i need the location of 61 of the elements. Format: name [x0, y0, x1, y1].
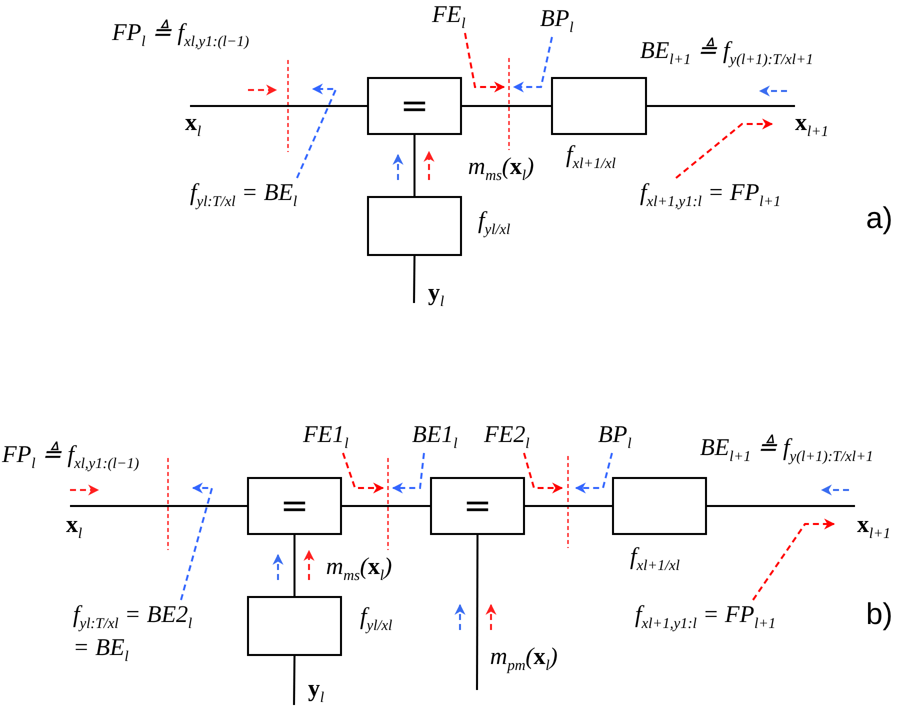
math-label: x$_{l}$	[185, 109, 202, 142]
message-label: FE$_{l}$	[432, 0, 466, 34]
connector-line	[70, 505, 247, 507]
leader-arrow	[296, 84, 338, 178]
math-label: y$_{l}$	[308, 675, 324, 708]
leader-arrow	[512, 36, 553, 92]
leader-arrow	[523, 452, 564, 494]
panel-label: b)	[866, 597, 893, 633]
connector-line	[647, 105, 795, 107]
leader-arrow	[752, 518, 836, 601]
equality-factor-box	[430, 477, 525, 535]
factor-box	[247, 596, 342, 656]
math-label: BE$_{l+1}$ ≜ f$_{y(l+1):T/xl+1}$	[700, 434, 874, 466]
connector-line	[707, 505, 855, 507]
math-label: FP$_{l}$ ≜ f$_{xl,y1:(l−1)}$	[112, 18, 250, 52]
math-label: BE$_{l+1}$ ≜ f$_{y(l+1):T/xl+1}$	[640, 36, 814, 70]
message-label: FE2$_{l}$	[484, 420, 530, 454]
message-label: BE1$_{l}$	[412, 420, 458, 454]
math-label: x$_{l+1}$	[857, 511, 891, 544]
message-label: BP$_{l}$	[540, 4, 574, 38]
function-label: f$_{xl+1/xl}$	[566, 141, 616, 174]
equality-symbol: =	[400, 89, 429, 123]
message-label: f$_{yl:T/xl}$ = BE$_{l}$	[190, 178, 298, 212]
leader-arrow	[574, 452, 613, 494]
message-label: BP$_{l}$	[598, 420, 632, 454]
function-label: f$_{xl+1/xl}$	[630, 543, 680, 576]
connector-line	[293, 656, 296, 706]
connector-line	[476, 535, 478, 690]
connector-line	[413, 256, 416, 304]
math-label: x$_{l+1}$	[795, 109, 829, 142]
equality-factor-box	[367, 77, 462, 135]
math-label: FP$_{l}$ ≜ f$_{xl,y1:(l−1)}$	[2, 440, 140, 474]
leader-arrow	[392, 452, 425, 494]
connector-line	[190, 105, 367, 107]
leader-arrow	[342, 452, 384, 494]
connector-line	[462, 105, 551, 107]
connector-line	[294, 535, 296, 596]
message-label: f$_{xl+1,y1:l}$ = FP$_{l+1}$	[635, 600, 776, 634]
math-label: m$_{ms}$(x$_{l}$)	[468, 153, 534, 186]
math-label: y$_{l}$	[428, 279, 444, 312]
panel-label: a)	[866, 201, 893, 237]
factor-box	[612, 477, 707, 535]
math-label: m$_{ms}$(x$_{l}$)	[326, 553, 392, 586]
message-label: f$_{xl+1,y1:l}$ = FP$_{l+1}$	[640, 178, 781, 212]
leader-arrow	[675, 118, 774, 179]
factor-box	[551, 77, 647, 135]
function-label: f$_{yl/xl}$	[478, 207, 510, 240]
equality-symbol: =	[280, 489, 309, 523]
message-label: f$_{yl:T/xl}$ = BE2$_{l}$ = BE$_{l}$	[73, 600, 205, 667]
math-label: x$_{l}$	[66, 511, 82, 544]
leader-arrow	[180, 482, 214, 600]
connector-line	[342, 505, 430, 507]
factor-box	[367, 196, 462, 256]
connector-line	[525, 505, 612, 507]
leader-arrow	[464, 32, 506, 92]
math-label: m$_{pm}$(x$_{l}$)	[490, 643, 558, 676]
equality-factor-box	[247, 477, 342, 535]
equality-symbol: =	[463, 489, 492, 523]
function-label: f$_{yl/xl}$	[360, 603, 392, 636]
message-label: FE1$_{l}$	[303, 420, 348, 454]
connector-line	[414, 135, 416, 196]
